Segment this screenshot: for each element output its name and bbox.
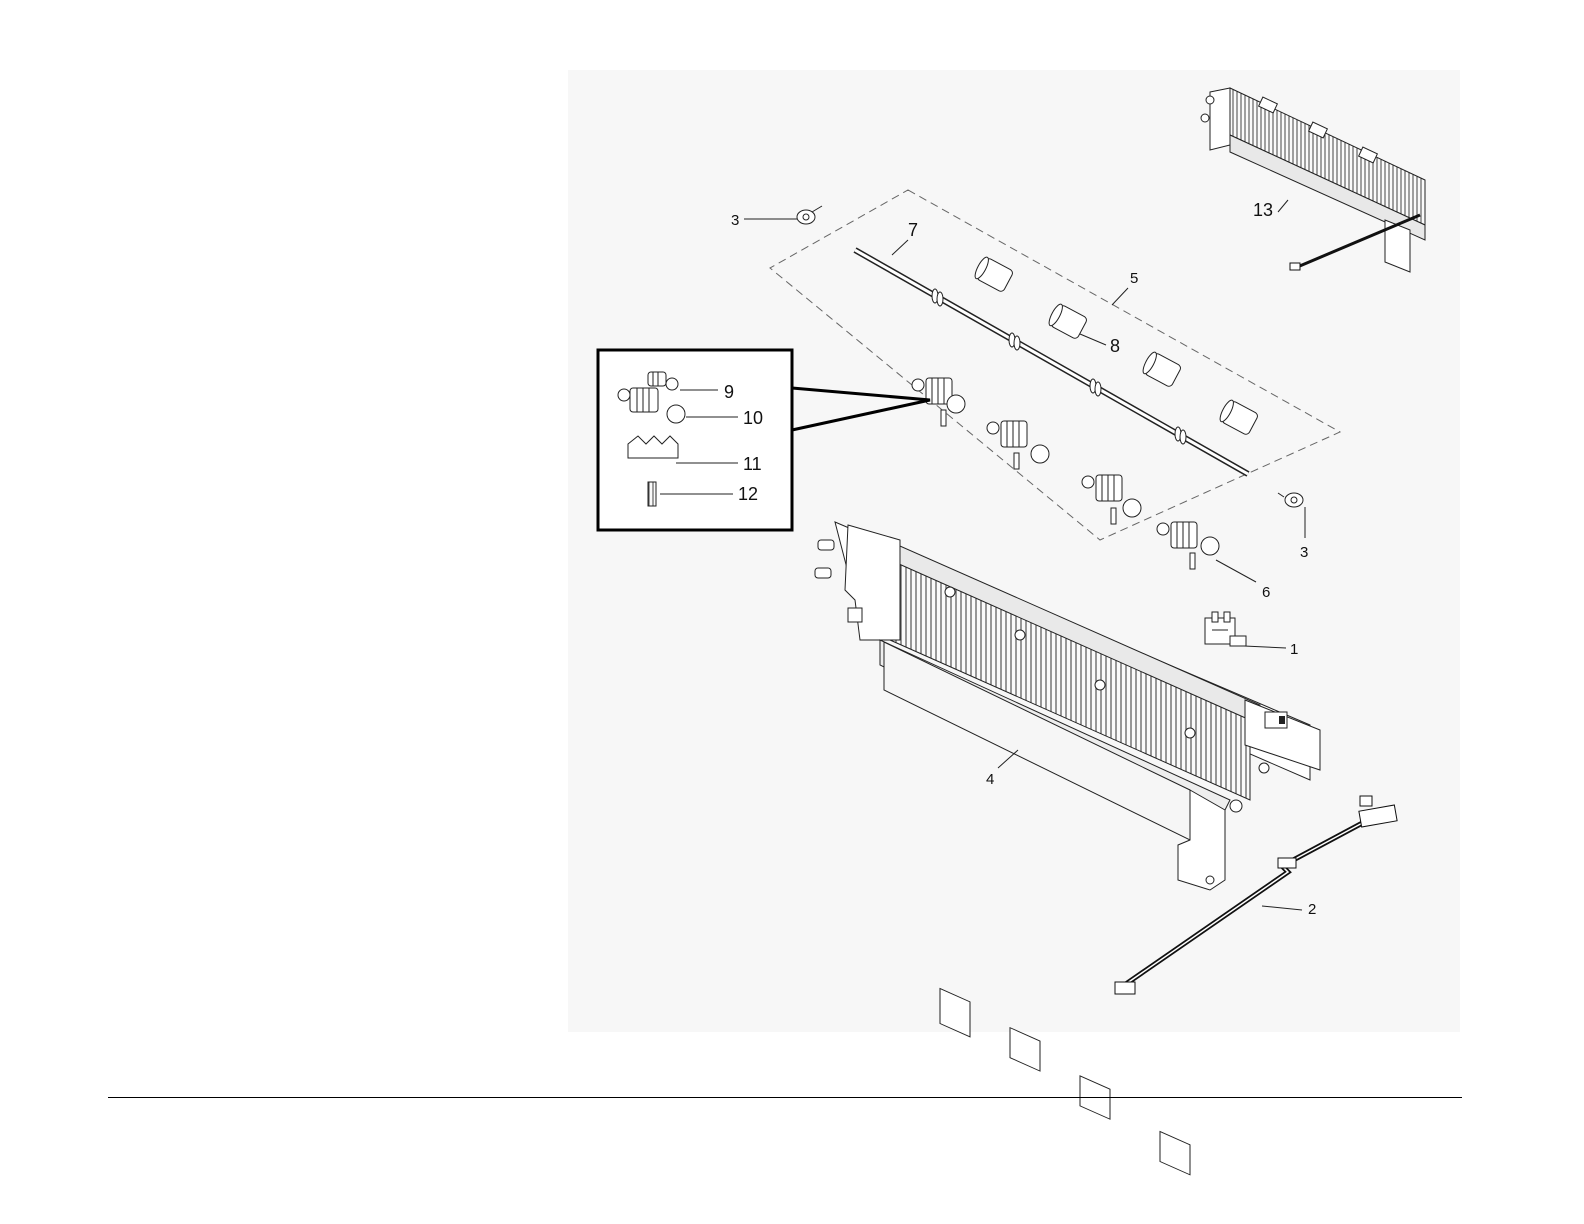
callout-5: 5 bbox=[1130, 270, 1138, 287]
detail-leader bbox=[792, 388, 930, 430]
callout-10: 10 bbox=[743, 408, 763, 428]
callout-3-lower: 3 bbox=[1300, 544, 1308, 561]
callout-3-upper: 3 bbox=[731, 212, 739, 229]
callout-13: 13 bbox=[1253, 200, 1273, 220]
roller-shaft-icon bbox=[855, 250, 1248, 474]
detail-inset-box bbox=[598, 350, 792, 530]
callout-7: 7 bbox=[908, 220, 918, 240]
chute-frame-icon bbox=[815, 522, 1320, 1175]
callout-11: 11 bbox=[743, 454, 762, 474]
bearing-icon bbox=[797, 206, 822, 224]
callout-1: 1 bbox=[1290, 641, 1298, 658]
callout-2: 2 bbox=[1308, 901, 1316, 918]
bearing-icon bbox=[1278, 493, 1303, 507]
callout-6: 6 bbox=[1262, 584, 1270, 601]
sensor-bracket-icon bbox=[1205, 612, 1246, 646]
chute-assembly-icon bbox=[1201, 88, 1425, 272]
callout-12: 12 bbox=[738, 484, 758, 504]
footer-divider bbox=[108, 1097, 1462, 1098]
wire-harness-icon bbox=[1115, 796, 1397, 994]
callout-8: 8 bbox=[1110, 336, 1120, 356]
callout-4: 4 bbox=[986, 771, 994, 788]
pinch-roller-holder-icon bbox=[912, 378, 1219, 569]
callout-9: 9 bbox=[724, 382, 734, 402]
